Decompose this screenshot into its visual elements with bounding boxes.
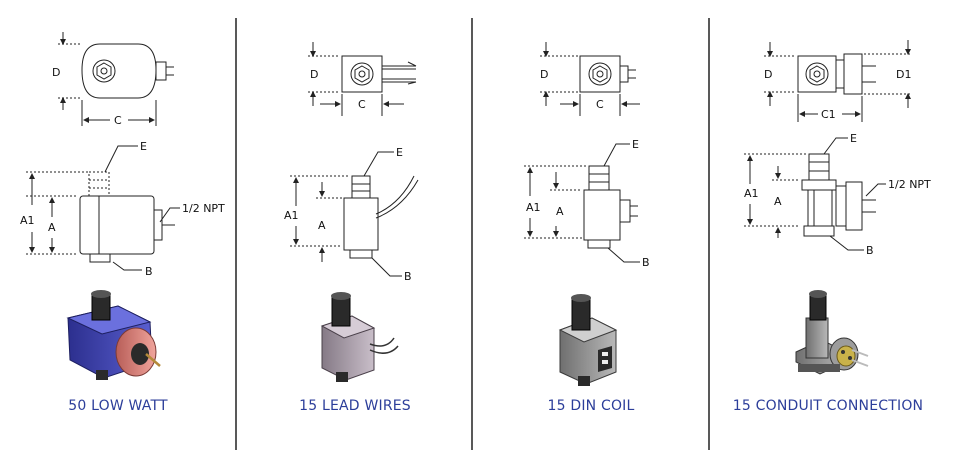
panel-2-label-e: E: [396, 146, 403, 159]
caption-din-coil: 15 DIN COIL: [547, 398, 635, 414]
panel-3-dim-a1: A1: [526, 201, 541, 214]
column-dividers: [235, 18, 710, 450]
panel-4-dim-a: A: [774, 195, 782, 208]
panel-1-label-b: B: [145, 265, 153, 278]
panel-2-render: [320, 292, 399, 382]
caption-conduit-connection: 15 CONDUIT CONNECTION: [732, 398, 924, 414]
panel-2-dim-a1: A1: [284, 209, 299, 222]
panel-1-dim-c: C: [114, 114, 122, 127]
panel-3-render: [558, 294, 618, 386]
panel-1-label-npt: 1/2 NPT: [182, 202, 225, 215]
panel-4-label-b: B: [866, 244, 874, 257]
panel-2-dim-d: D: [310, 68, 318, 81]
panel-3-label-b: B: [642, 256, 650, 269]
panel-1-dim-d: D: [52, 66, 60, 79]
panel-1-render: [66, 290, 161, 380]
panel-4-dim-a1: A1: [744, 187, 759, 200]
caption-low-watt: 50 LOW WATT: [68, 398, 168, 414]
panel-4-top-view: [764, 40, 912, 122]
panel-2-label-b: B: [404, 270, 412, 283]
panel-1-dim-a1: A1: [20, 214, 35, 227]
panel-2-top-view: [308, 42, 417, 116]
panel-3-top-view: [540, 42, 640, 116]
panel-3-dim-a: A: [556, 205, 564, 218]
panel-1-dim-a: A: [48, 221, 56, 234]
panel-2-dim-a: A: [318, 219, 326, 232]
panel-4-render: [795, 290, 869, 375]
panel-2-side-view: [290, 151, 419, 277]
panel-1-label-e: E: [140, 140, 147, 153]
panel-3-dim-d: D: [540, 68, 548, 81]
panel-3-side-view: [524, 143, 640, 263]
panel-4-dim-c1: C1: [821, 108, 836, 121]
panel-4-dim-d1: D1: [896, 68, 911, 81]
panel-4-label-npt: 1/2 NPT: [888, 178, 931, 191]
panel-3-label-e: E: [632, 138, 639, 151]
caption-lead-wires: 15 LEAD WIRES: [299, 398, 411, 414]
panel-1-top-view: [58, 32, 174, 126]
panel-4-label-e: E: [850, 132, 857, 145]
panel-2-dim-c: C: [358, 98, 366, 111]
panel-3-dim-c: C: [596, 98, 604, 111]
panel-1-side-view: [26, 145, 180, 271]
panel-4-side-view: [744, 137, 886, 251]
panel-4-dim-d: D: [764, 68, 772, 81]
